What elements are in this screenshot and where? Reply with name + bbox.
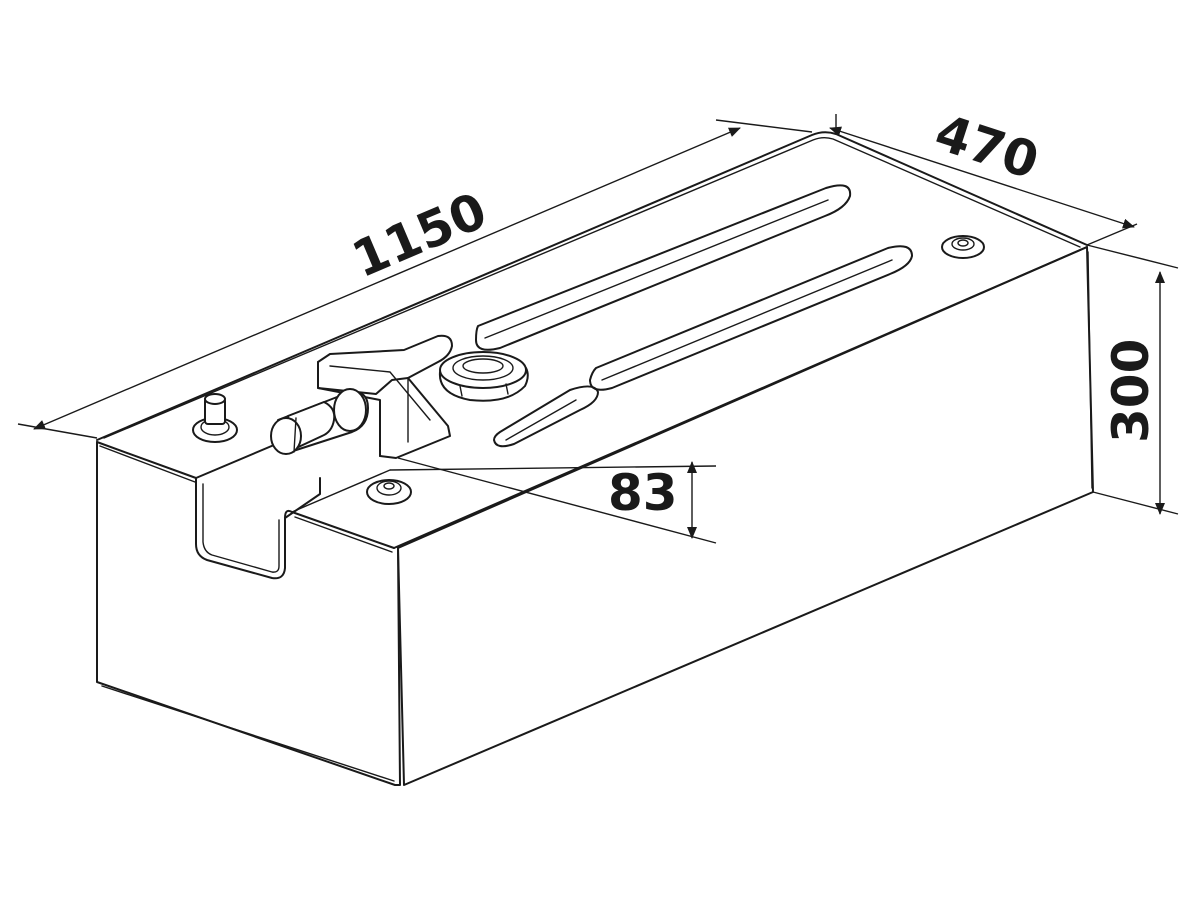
- tank-body: [96, 131, 1094, 786]
- step-notch: [195, 433, 391, 580]
- filler-neck: [438, 351, 529, 402]
- top-slot-long: [475, 184, 852, 351]
- dim-width-label: 470: [928, 103, 1045, 190]
- fitting-rear-left: [192, 393, 238, 443]
- fitting-rear-right: [941, 235, 985, 259]
- dim-length: 1150: [17, 119, 813, 439]
- dim-step-label: 83: [608, 464, 678, 522]
- tank-end-face: [96, 441, 401, 786]
- tank-front-face: [397, 246, 1094, 786]
- dim-height-label: 300: [1102, 339, 1160, 443]
- dim-width: 470: [829, 103, 1138, 246]
- dim-height: 300: [1086, 244, 1179, 515]
- top-slot-middle: [589, 245, 913, 391]
- fitting-front-step: [366, 479, 412, 505]
- dim-length-label: 1150: [344, 181, 495, 289]
- hose-spigot: [270, 388, 369, 455]
- tank-top-back-edge: [96, 131, 1088, 441]
- dim-step: 83: [389, 457, 717, 544]
